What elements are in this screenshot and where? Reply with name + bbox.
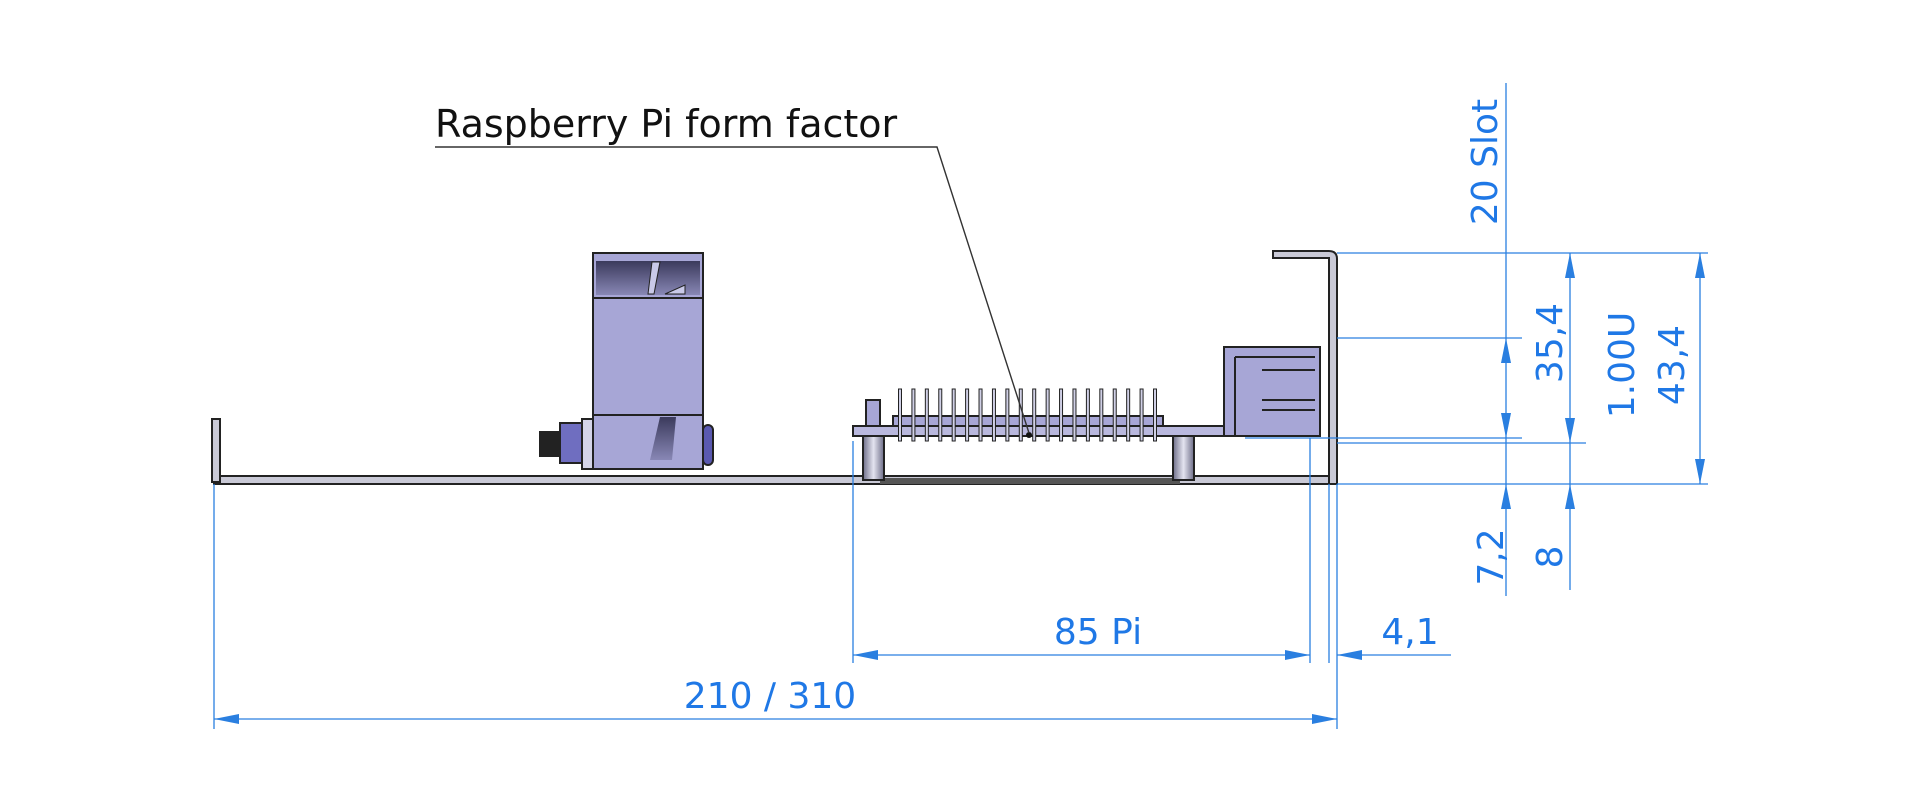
dim-43-4: 43,4 xyxy=(1652,325,1693,405)
dim-1u: 1.00U xyxy=(1602,312,1643,419)
header-pin xyxy=(938,388,943,442)
raspberry-pi-board xyxy=(852,388,1244,481)
header-pin xyxy=(1099,388,1104,442)
fan-screw xyxy=(539,418,594,470)
header-pin xyxy=(898,388,902,442)
header-pin xyxy=(965,388,970,442)
dim-85-pi: 85 Pi xyxy=(1054,612,1142,653)
front-bracket xyxy=(1272,250,1338,485)
header-pin xyxy=(911,388,916,442)
header-pin xyxy=(1032,388,1037,442)
header-pin xyxy=(1085,388,1090,442)
header-pin xyxy=(924,388,929,442)
header-pin xyxy=(1005,388,1010,442)
callout-label: Raspberry Pi form factor xyxy=(435,102,898,146)
header-pin xyxy=(1018,388,1023,442)
dim-8: 8 xyxy=(1530,546,1571,569)
header-pin xyxy=(1045,388,1050,442)
header-pin xyxy=(1072,388,1077,442)
header-pin xyxy=(1112,388,1117,442)
dim-20-slot: 20 Slot xyxy=(1465,99,1506,225)
header-pin xyxy=(1059,388,1064,442)
header-pin xyxy=(951,388,956,442)
fan xyxy=(592,252,714,470)
header-pin xyxy=(1153,388,1157,442)
dim-210-310: 210 / 310 xyxy=(684,676,856,717)
dimension-lines xyxy=(213,83,1708,729)
dim-35-4: 35,4 xyxy=(1530,303,1571,383)
header-pin xyxy=(991,388,996,442)
header-pin xyxy=(1126,388,1131,442)
dim-4-1: 4,1 xyxy=(1381,612,1438,653)
dim-7-2: 7,2 xyxy=(1471,528,1512,585)
header-pin xyxy=(978,388,983,442)
header-pin xyxy=(1139,388,1144,442)
callout: Raspberry Pi form factor xyxy=(435,102,1030,434)
ethernet-port xyxy=(1223,346,1321,437)
gpio-header-pins xyxy=(898,388,1157,442)
